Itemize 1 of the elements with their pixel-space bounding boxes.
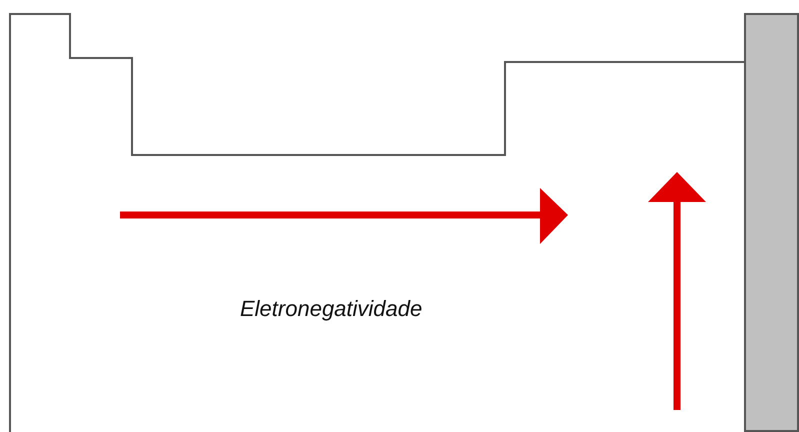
axis-label: Eletronegatividade xyxy=(240,296,422,322)
